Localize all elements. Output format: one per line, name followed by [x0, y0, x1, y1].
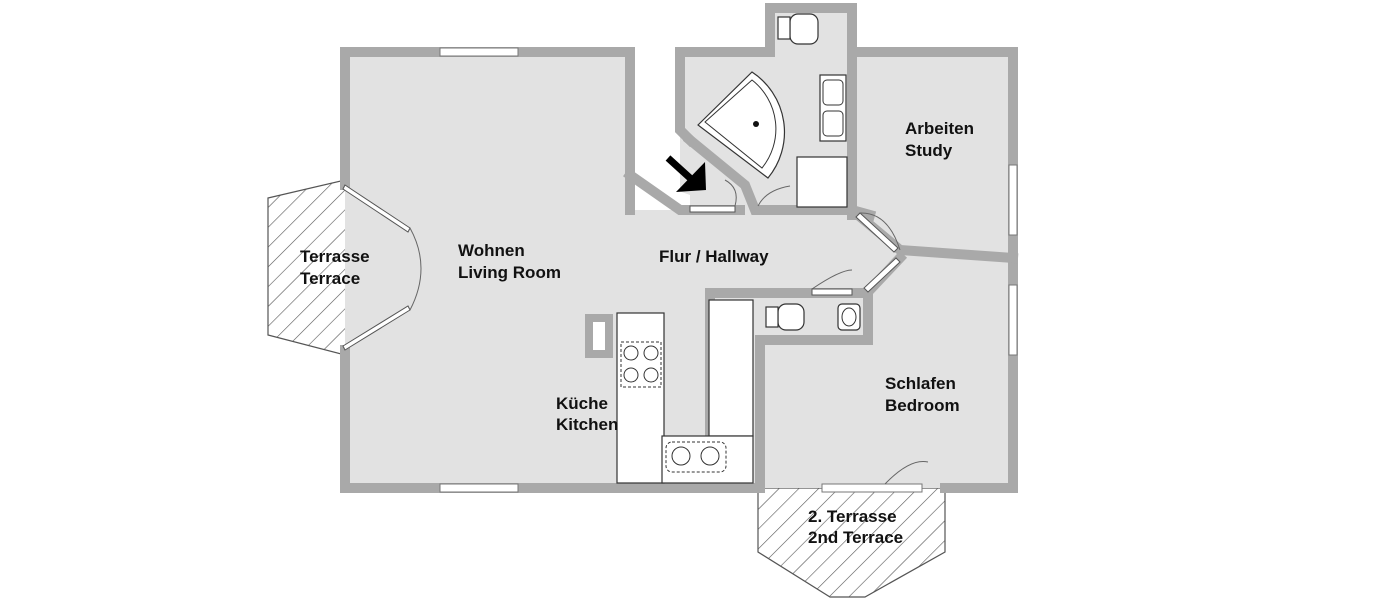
toilet-lower [777, 303, 805, 331]
door-bedroom [863, 257, 901, 293]
door-wc-arc [811, 269, 853, 290]
door-study-arc [859, 212, 901, 251]
stove [620, 341, 662, 388]
toilet-upper [789, 13, 819, 45]
study-label-de: Arbeiten [905, 119, 974, 138]
kitchen-counter-right [708, 299, 754, 437]
study-label-en: Study [905, 141, 953, 160]
window-living-south [439, 483, 519, 493]
terrace2-label-de: 2. Terrasse [808, 507, 897, 526]
kitchen-fixtures [616, 299, 754, 484]
door-wc [811, 288, 853, 296]
terrace2-label-en: 2nd Terrace [808, 528, 903, 547]
window-bedroom-south [821, 483, 923, 493]
kitchen-counter-left [616, 312, 665, 484]
kitchen-sink [665, 441, 727, 473]
arrow-icon [665, 155, 706, 192]
window-study [1008, 164, 1018, 236]
room-labels: Wohnen Living Room Flur / Hallway Arbeit… [300, 119, 974, 547]
kitchen-label-de: Küche [556, 394, 608, 413]
door-bath [689, 205, 736, 213]
door-study [855, 212, 899, 253]
living-label-de: Wohnen [458, 241, 525, 260]
window-bedroom [1008, 284, 1018, 356]
bedroom-label-de: Schlafen [885, 374, 956, 393]
kitchen-counter-bottom [661, 435, 754, 484]
bedroom-label-en: Bedroom [885, 396, 960, 415]
doors [342, 179, 929, 485]
door-bedroom-terrace-arc [884, 460, 929, 485]
door-terrace-arc [409, 227, 422, 311]
window-living-north [439, 47, 519, 57]
wc-sink [837, 303, 861, 331]
kitchen-label-en: Kitchen [556, 415, 618, 434]
corner-bathtub [697, 71, 786, 179]
living-label-en: Living Room [458, 263, 561, 282]
double-sink [819, 74, 847, 142]
shower [796, 156, 848, 208]
door-terrace-top [342, 184, 411, 233]
hallway-label: Flur / Hallway [659, 247, 769, 266]
terrace-label-en: Terrace [300, 269, 360, 288]
windows [439, 47, 1018, 493]
wc-fixtures [765, 303, 861, 331]
door-bath2-arc [757, 185, 791, 207]
door-bath-arc [724, 179, 737, 207]
door-terrace-bottom [342, 305, 411, 351]
terrace-label-de: Terrasse [300, 247, 370, 266]
bathroom-fixtures [697, 13, 848, 208]
